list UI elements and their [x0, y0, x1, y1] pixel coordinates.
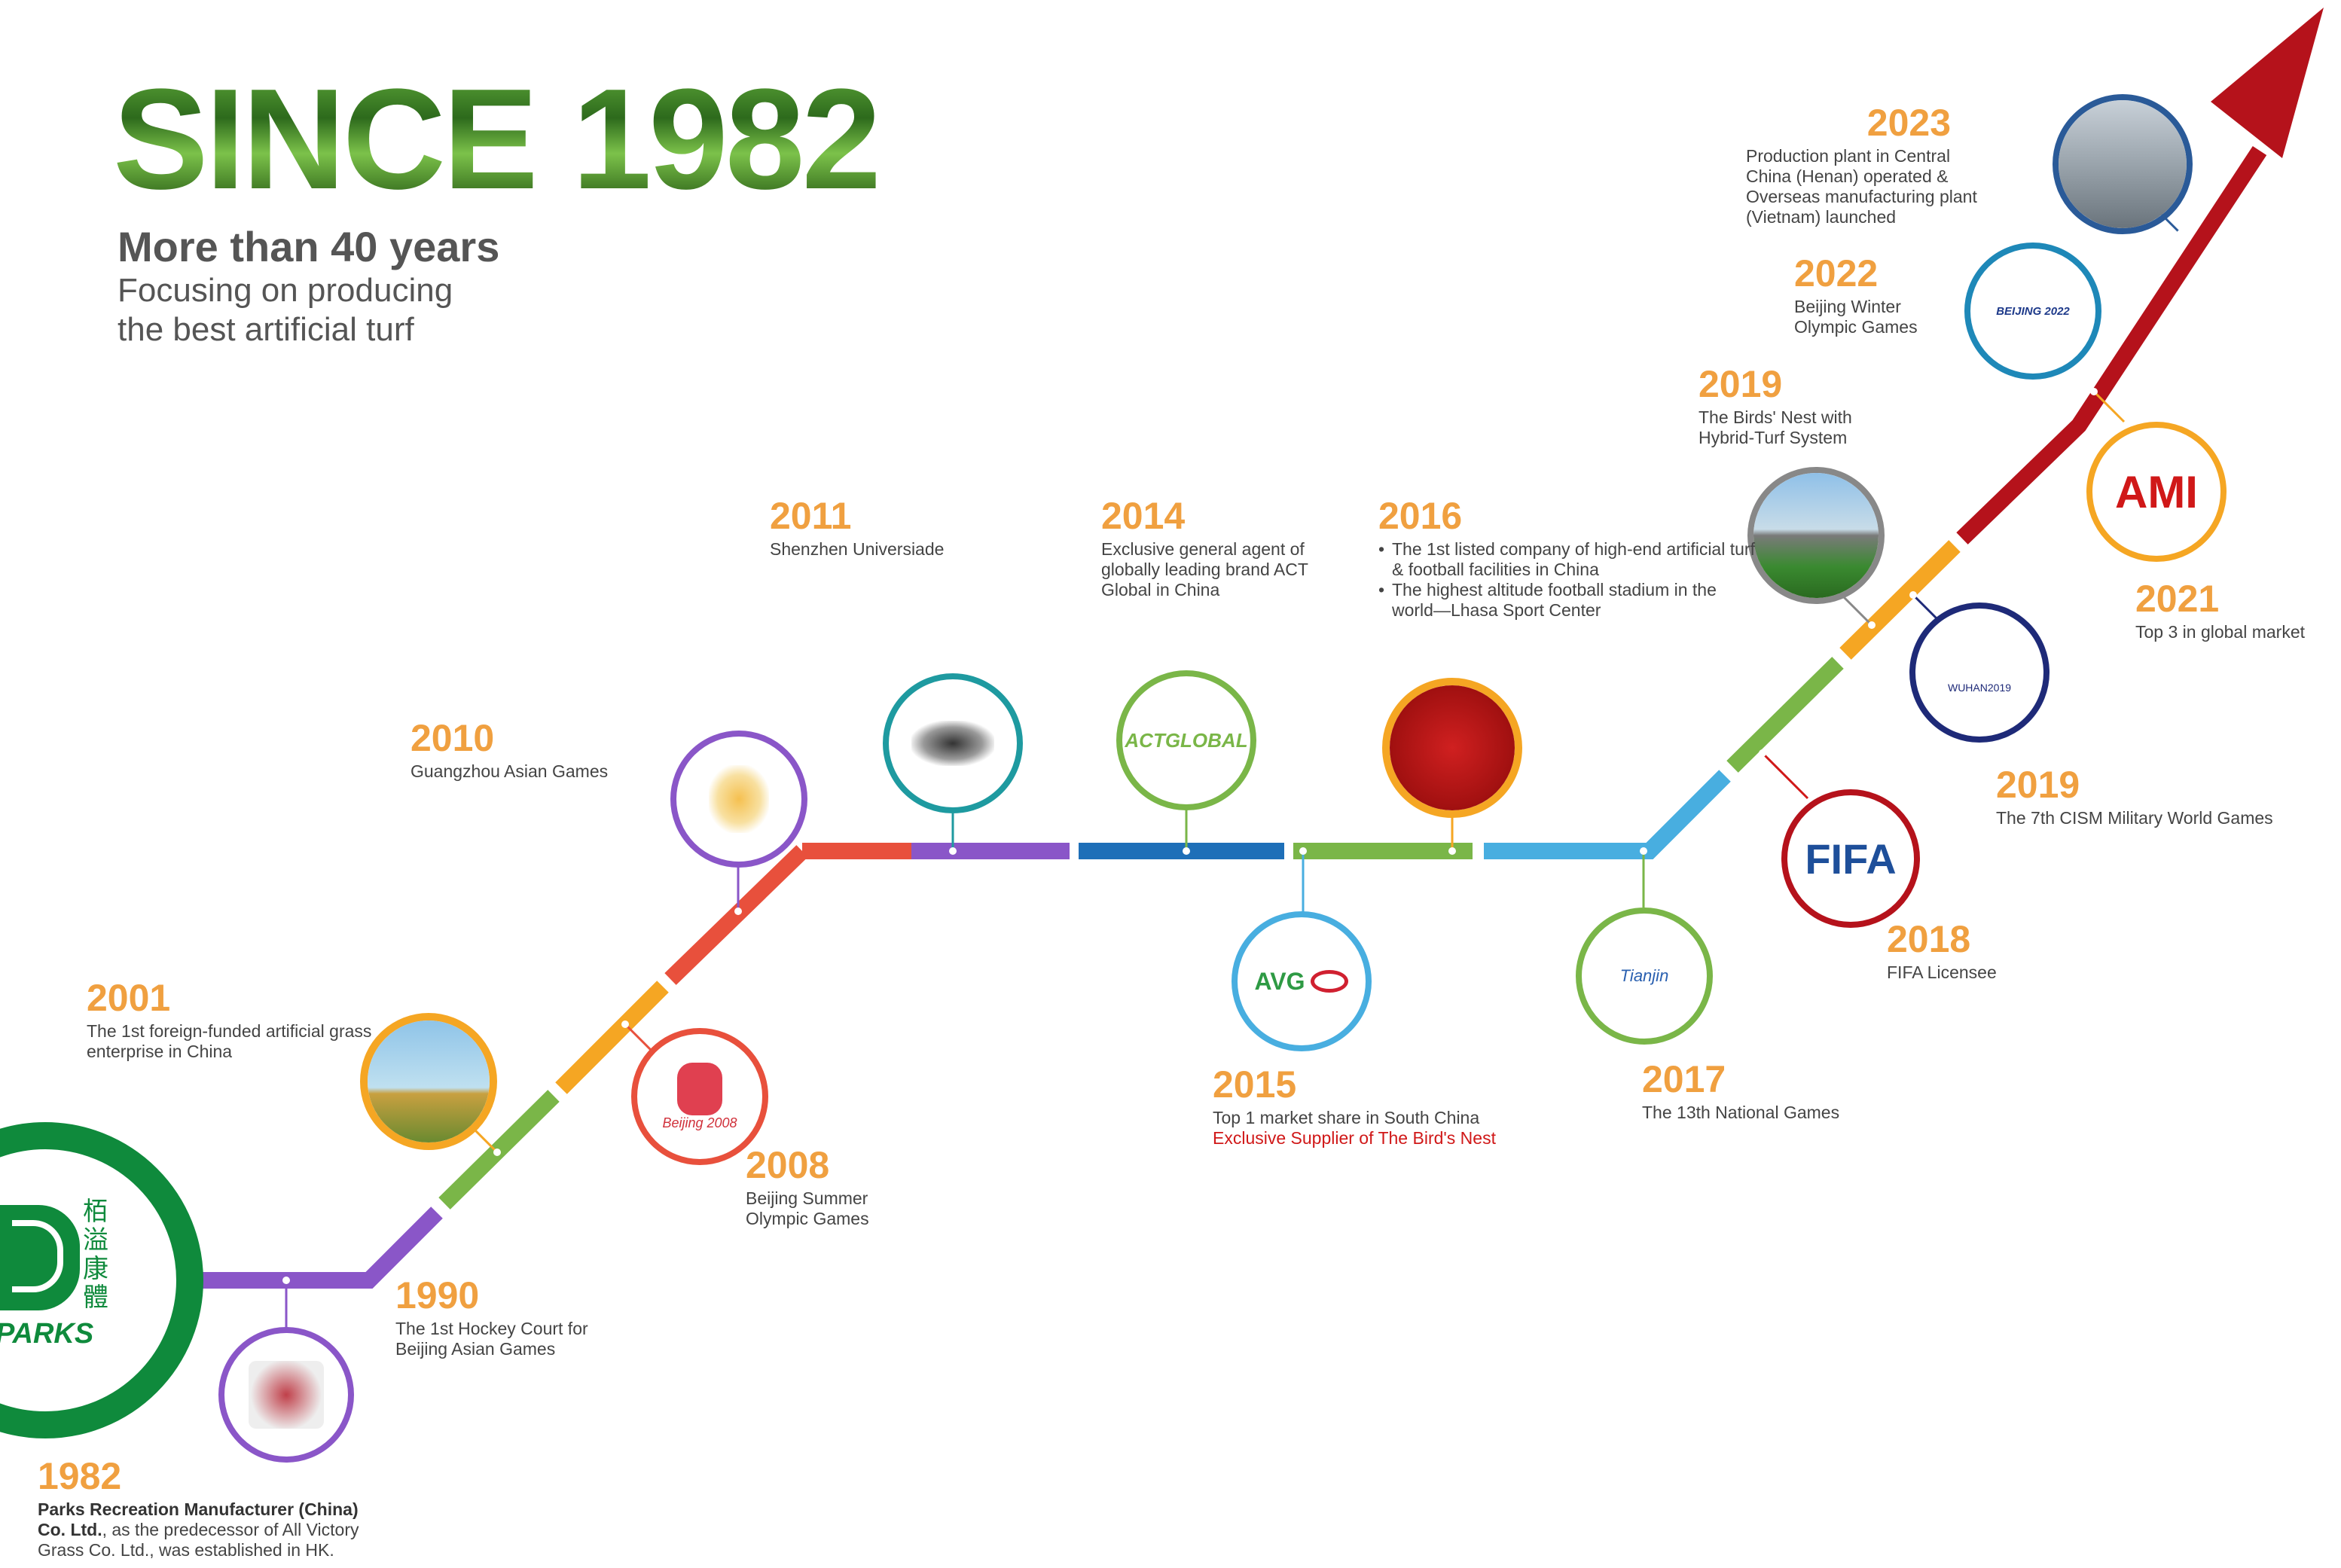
badge-2016-certificate — [1382, 678, 1522, 818]
timeline-segment-green-2 — [1726, 657, 1844, 773]
event-description: , as the predecessor of All Victory Gras… — [38, 1520, 359, 1560]
badge-2023-plant — [2053, 94, 2193, 234]
fifa-label: FIFA — [1805, 834, 1897, 883]
badge-2022-beijing-winter: BEIJING 2022 — [1964, 243, 2101, 380]
logo-brand: PARKS — [0, 1318, 94, 1350]
event-year: 2001 — [87, 977, 171, 1019]
event-year: 2014 — [1101, 495, 1186, 537]
badge-1990-hockey — [218, 1327, 354, 1463]
event-2017: 2017 The 13th National Games — [1642, 1060, 1883, 1123]
badge-2011-universiade — [883, 673, 1023, 813]
event-year: 2011 — [770, 495, 852, 537]
tianjin-label: Tianjin — [1619, 966, 1669, 985]
event-2019-birds-nest: 2019 The Birds' Nest with Hybrid-Turf Sy… — [1699, 365, 1909, 448]
event-year: 1990 — [395, 1274, 480, 1316]
event-description: The 1st Hockey Court for Beijing Asian G… — [395, 1319, 588, 1359]
page-subtitle: More than 40 years — [118, 223, 500, 270]
event-description: The 7th CISM Military World Games — [1996, 808, 2273, 828]
page-title: SINCE 1982 — [113, 59, 881, 219]
event-2016: 2016 •The 1st listed company of high-end… — [1378, 495, 1755, 620]
arrow-head — [2211, 8, 2324, 158]
timeline-segment-orange-2 — [1839, 540, 1961, 660]
event-2022: 2022 Beijing Winter Olympic Games — [1794, 255, 1960, 337]
timeline-segment-purple-start — [188, 1207, 443, 1289]
event-year: 2019 — [1699, 363, 1783, 405]
beijing-olympics-label: Beijing 2008 — [662, 1115, 737, 1130]
badge-2019-birds-nest — [1747, 467, 1885, 604]
badge-2017-tianjin: Tianjin — [1576, 908, 1713, 1045]
timeline-segment-lightblue — [1484, 770, 1731, 859]
event-description: The Birds' Nest with Hybrid-Turf System — [1699, 407, 1852, 447]
event-company: Parks Recreation Manufacturer (China) Co… — [38, 1499, 359, 1539]
badge-2010-asian-games — [670, 731, 807, 868]
event-highlight: Exclusive Supplier of The Bird's Nest — [1213, 1128, 1496, 1148]
event-year: 2017 — [1642, 1058, 1726, 1100]
event-description: Shenzhen Universiade — [770, 539, 945, 559]
event-year: 2015 — [1213, 1063, 1297, 1106]
event-description: The 1st foreign-funded artificial grass … — [87, 1021, 372, 1061]
avg-label: AVG — [1254, 967, 1305, 995]
logo-chinese-3: 康 — [83, 1254, 108, 1284]
event-year: 2016 — [1378, 495, 1463, 537]
event-description: Production plant in Central China (Henan… — [1746, 146, 1977, 227]
parks-logo: 栢 溢 康 體 PARKS — [0, 1197, 128, 1356]
actglobal-label: ACTGLOBAL — [1125, 728, 1248, 752]
badge-2008-olympics: Beijing 2008 — [631, 1028, 768, 1165]
ami-label: AMI — [2115, 466, 2198, 517]
event-bullet-1: The 1st listed company of high-end artif… — [1392, 539, 1755, 579]
badge-2001-windmill — [360, 1013, 497, 1150]
event-2019-cism: 2019 The 7th CISM Military World Games — [1996, 766, 2327, 828]
timeline-segment-orange-1 — [555, 981, 669, 1094]
event-description: Exclusive general agent of globally lead… — [1101, 539, 1308, 599]
logo-chinese-4: 體 — [83, 1283, 108, 1313]
event-2014: 2014 Exclusive general agent of globally… — [1101, 497, 1327, 600]
badge-2021-ami: AMI — [2086, 422, 2227, 562]
event-2008: 2008 Beijing Summer Olympic Games — [746, 1146, 934, 1229]
event-year: 2021 — [2135, 578, 2220, 620]
event-description: FIFA Licensee — [1887, 962, 1997, 982]
event-year: 2010 — [411, 717, 495, 759]
event-2018: 2018 FIFA Licensee — [1887, 920, 2113, 983]
timeline-segment-crimson — [1956, 145, 2267, 545]
page-tagline: Focusing on producing the best artificia… — [118, 271, 645, 349]
event-description: Guangzhou Asian Games — [411, 761, 609, 781]
event-description: Beijing Summer Olympic Games — [746, 1188, 869, 1228]
event-description: The 13th National Games — [1642, 1103, 1840, 1122]
event-2001: 2001 The 1st foreign-funded artificial g… — [87, 979, 388, 1062]
event-description: Beijing Winter Olympic Games — [1794, 297, 1918, 337]
event-year: 2022 — [1794, 252, 1879, 294]
tagline-line-1: Focusing on producing — [118, 272, 453, 309]
event-description: Top 3 in global market — [2135, 622, 2306, 642]
event-1982: 1982 Parks Recreation Manufacturer (Chin… — [38, 1457, 377, 1560]
badge-2018-fifa: FIFA — [1781, 789, 1920, 928]
event-bullet-2: The highest altitude football stadium in… — [1392, 580, 1717, 620]
logo-chinese-1: 栢 — [83, 1197, 108, 1227]
timeline-segment-red-1 — [664, 845, 808, 985]
event-2010: 2010 Guangzhou Asian Games — [411, 719, 667, 782]
wuhan-label: WUHAN2019 — [1947, 682, 2012, 694]
beijing2022-label: BEIJING 2022 — [1996, 304, 2070, 318]
event-year: 2008 — [746, 1144, 830, 1186]
badge-2015-avg: AVG — [1232, 911, 1372, 1051]
event-2021: 2021 Top 3 in global market — [2135, 580, 2335, 642]
badge-2019-wuhan: WUHAN2019 — [1909, 602, 2050, 743]
tagline-line-2: the best artificial turf — [118, 311, 414, 348]
logo-chinese-2: 溢 — [83, 1225, 108, 1255]
event-2011: 2011 Shenzhen Universiade — [770, 497, 996, 560]
event-year: 2023 — [1866, 102, 1951, 144]
event-year: 1982 — [38, 1455, 122, 1497]
badge-2014-actglobal: ACTGLOBAL — [1116, 670, 1256, 810]
event-1990: 1990 The 1st Hockey Court for Beijing As… — [395, 1277, 636, 1359]
event-2023: 2023 Production plant in Central China (… — [1746, 104, 1987, 227]
event-year: 2019 — [1996, 764, 2080, 806]
event-description: Top 1 market share in South China — [1213, 1108, 1480, 1127]
event-year: 2018 — [1887, 918, 1971, 960]
